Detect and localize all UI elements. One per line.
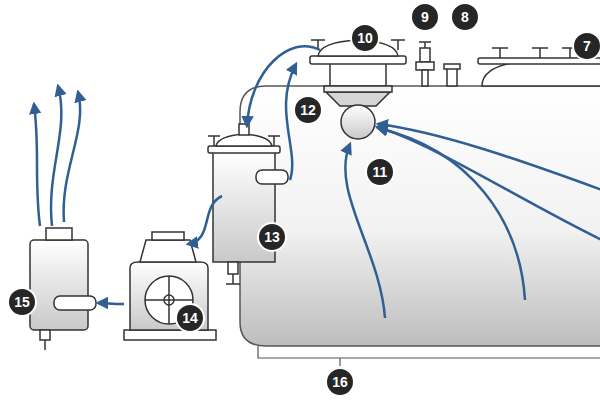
tank-body (240, 86, 600, 346)
callout-number: 7 (583, 39, 591, 53)
callout-circle: 10 (350, 23, 380, 53)
callout-number: 10 (357, 31, 373, 45)
callout-number: 13 (264, 230, 280, 244)
callout-number: 15 (14, 295, 30, 309)
callout-circle: 11 (365, 157, 395, 187)
callout-circle: 16 (325, 367, 355, 397)
callout-circle: 15 (7, 287, 37, 317)
callout-number: 8 (461, 10, 469, 24)
callout-number: 9 (421, 10, 429, 24)
callout-circle: 12 (293, 95, 323, 125)
separator-15 (30, 228, 96, 350)
callout-number: 16 (332, 375, 348, 389)
callout-number: 12 (300, 103, 316, 117)
callout-circle: 7 (572, 31, 600, 61)
callout-number: 11 (373, 165, 388, 179)
callout-circle: 14 (175, 303, 205, 333)
flow-arrows (34, 46, 600, 318)
callout-circle: 9 (410, 2, 440, 32)
filter-vessel-13 (208, 124, 288, 284)
funnel-12 (324, 86, 392, 106)
pump-14 (124, 232, 216, 340)
callout-circle: 13 (257, 222, 287, 252)
callout-circle: 8 (450, 2, 480, 32)
valve-fittings (416, 42, 460, 86)
callout-number: 14 (182, 311, 198, 325)
bracket-16 (258, 346, 600, 366)
float-ball-11 (341, 105, 375, 139)
